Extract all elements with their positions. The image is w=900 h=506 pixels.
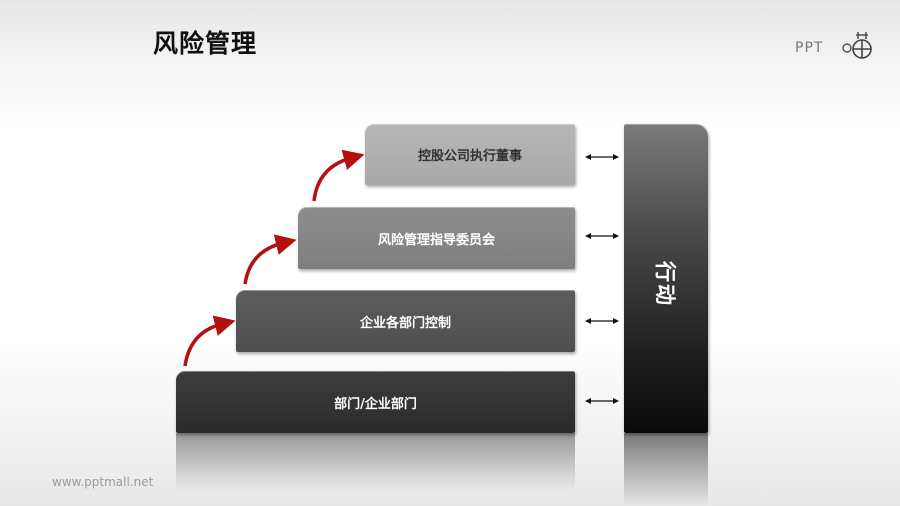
action-bar-reflection	[624, 433, 708, 506]
step-level-3: 风险管理指导委员会	[298, 207, 575, 269]
step-level-4: 控股公司执行董事	[365, 124, 575, 185]
curved-red-arrow-icon	[243, 234, 297, 285]
step-level-1: 部门/企业部门	[176, 371, 575, 433]
double-arrow-icon	[585, 154, 619, 160]
step-reflection	[176, 433, 575, 491]
curved-red-arrow-icon	[312, 149, 365, 202]
page-title: 风险管理	[153, 29, 258, 58]
double-arrow-icon	[585, 398, 619, 404]
curved-red-arrow-icon	[183, 315, 236, 367]
action-label: 行动	[653, 261, 677, 307]
watermark: www.pptmall.net	[52, 475, 154, 489]
step-label: 风险管理指导委员会	[377, 232, 495, 248]
step-label: 部门/企业部门	[334, 396, 417, 412]
action-bar: 行动	[624, 124, 708, 433]
step-label: 企业各部门控制	[359, 315, 451, 331]
step-level-2: 企业各部门控制	[236, 290, 575, 352]
logo-text: PPT	[795, 40, 824, 56]
step-label: 控股公司执行董事	[417, 149, 522, 164]
brand-logo: PPT	[795, 32, 875, 64]
double-arrow-icon	[585, 233, 619, 239]
ppt-stamp-icon	[842, 32, 872, 59]
double-arrow-icon	[585, 318, 619, 324]
